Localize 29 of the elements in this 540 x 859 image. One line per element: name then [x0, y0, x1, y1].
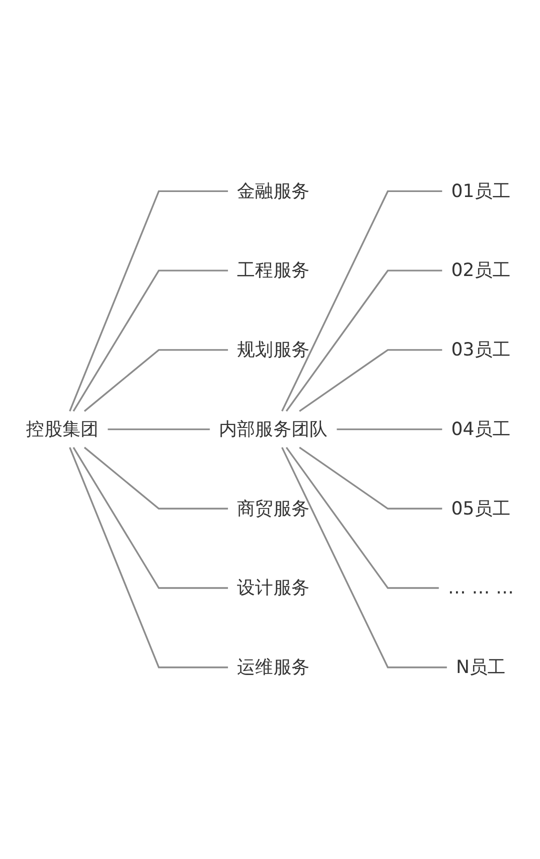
node-text: 03员工 — [451, 338, 511, 360]
connector — [299, 349, 442, 412]
connector — [286, 447, 439, 590]
connector — [72, 270, 228, 412]
node-text: 控股集团 — [26, 418, 99, 440]
node-text: 运维服务 — [237, 656, 310, 678]
connector — [281, 190, 442, 412]
node-text: 01员工 — [451, 180, 511, 202]
node-text: 商贸服务 — [237, 498, 310, 520]
connector — [72, 447, 228, 590]
node-text: 04员工 — [451, 418, 511, 440]
connector — [68, 447, 228, 668]
connector — [336, 428, 442, 430]
node-text: 金融服务 — [237, 180, 310, 202]
connector — [84, 349, 228, 412]
connector — [286, 270, 442, 412]
node-text: … … … — [448, 576, 514, 598]
connector — [108, 428, 210, 430]
node-text: 05员工 — [451, 498, 511, 520]
connector — [84, 446, 228, 510]
node-text: 规划服务 — [237, 338, 310, 360]
node-text: 工程服务 — [237, 259, 310, 281]
node-text: 02员工 — [451, 259, 511, 281]
node-text: 内部服务团队 — [218, 418, 328, 440]
connector — [281, 447, 447, 668]
connector — [68, 190, 228, 412]
connector — [299, 446, 442, 510]
node-text: N员工 — [456, 656, 506, 678]
node-text: 设计服务 — [237, 576, 310, 598]
